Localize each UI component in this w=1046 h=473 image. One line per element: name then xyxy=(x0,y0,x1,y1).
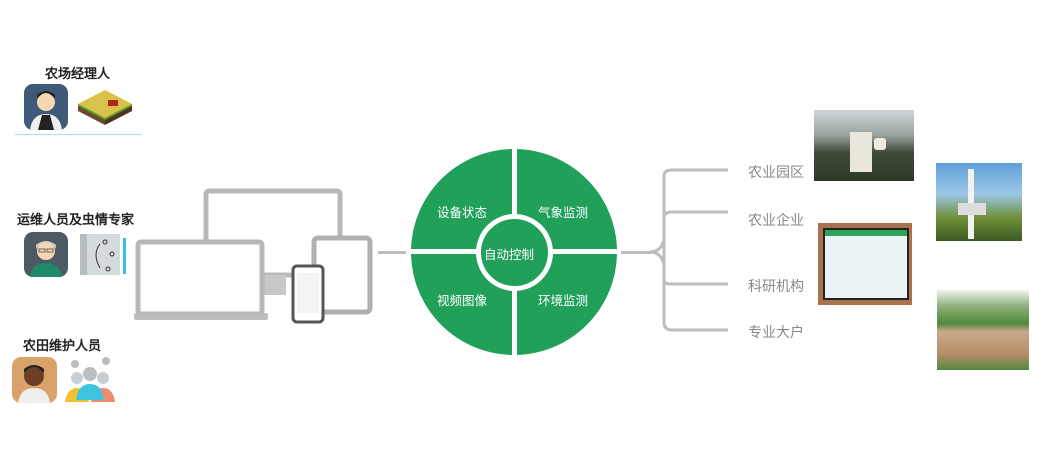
divider xyxy=(15,134,142,135)
strategy-map-icon xyxy=(78,232,128,277)
monitor-screen-photo xyxy=(818,223,912,305)
worker-avatar-icon xyxy=(12,357,57,403)
expert-avatar-icon xyxy=(24,232,68,277)
greenhouse-photo xyxy=(814,110,914,181)
weather-station-photo xyxy=(936,163,1022,241)
target-large-farmer: 专业大户 xyxy=(748,325,804,341)
farm-manager-avatar-icon xyxy=(24,84,68,130)
wheel-segment-video: 视频图像 xyxy=(437,293,488,308)
farmland-aerial-photo xyxy=(937,290,1029,370)
desktop-monitor-icon xyxy=(203,188,343,295)
wheel-center xyxy=(476,214,553,291)
wheel-segment-environment: 环境监测 xyxy=(538,293,589,308)
connector-left xyxy=(378,251,406,254)
laptop-icon xyxy=(134,239,268,320)
role-title-field-maintenance: 农田维护人员 xyxy=(23,339,102,354)
connector-right xyxy=(621,251,651,254)
wheel-segment-weather: 气象监测 xyxy=(538,205,589,220)
target-agri-enterprise: 农业企业 xyxy=(748,213,804,229)
role-title-ops-experts: 运维人员及虫情专家 xyxy=(17,213,135,228)
team-group-icon xyxy=(60,356,120,404)
target-research-institute: 科研机构 xyxy=(748,279,804,295)
phone-icon xyxy=(291,264,325,324)
wheel-segment-device-status: 设备状态 xyxy=(437,205,488,220)
branch-brace xyxy=(649,168,728,332)
farm-field-icon xyxy=(76,88,134,126)
target-agri-park: 农业园区 xyxy=(748,165,804,181)
wheel-center-label: 自动控制 xyxy=(484,247,535,262)
devices-illustration xyxy=(134,188,373,324)
role-title-farm-manager: 农场经理人 xyxy=(45,67,111,82)
